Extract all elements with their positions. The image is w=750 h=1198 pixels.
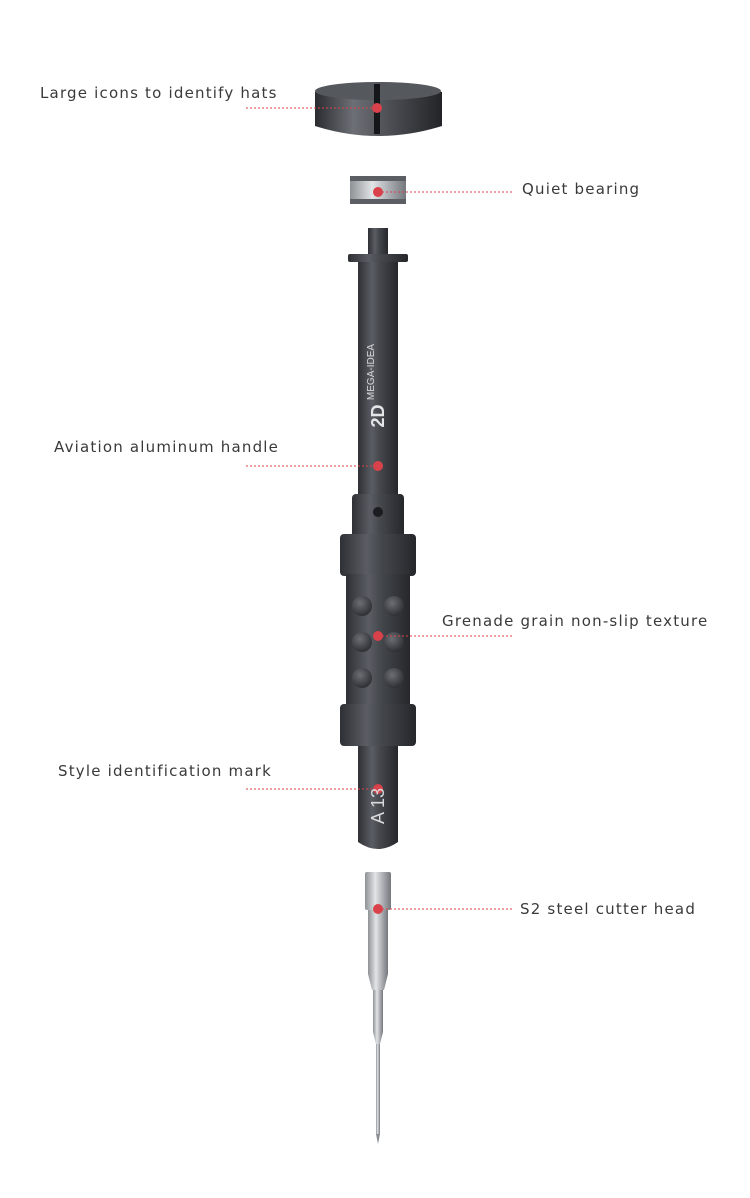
handle (340, 228, 416, 849)
callout-grain-label: Grenade grain non-slip texture (442, 612, 709, 630)
callout-bearing-label: Quiet bearing (522, 180, 641, 198)
callout-hats-label: Large icons to identify hats (40, 84, 278, 102)
model-mark: 2D (368, 404, 388, 427)
callout-head-label: S2 steel cutter head (520, 900, 697, 918)
grip-texture (352, 596, 404, 688)
cutter-bit (365, 872, 391, 1144)
callout-markers (246, 103, 514, 914)
style-code-mark: A 13 (368, 788, 388, 824)
brand-mark: MEGA-IDEA (366, 344, 377, 400)
callout-mark-label: Style identification mark (58, 762, 272, 780)
callout-handle-label: Aviation aluminum handle (54, 438, 280, 456)
